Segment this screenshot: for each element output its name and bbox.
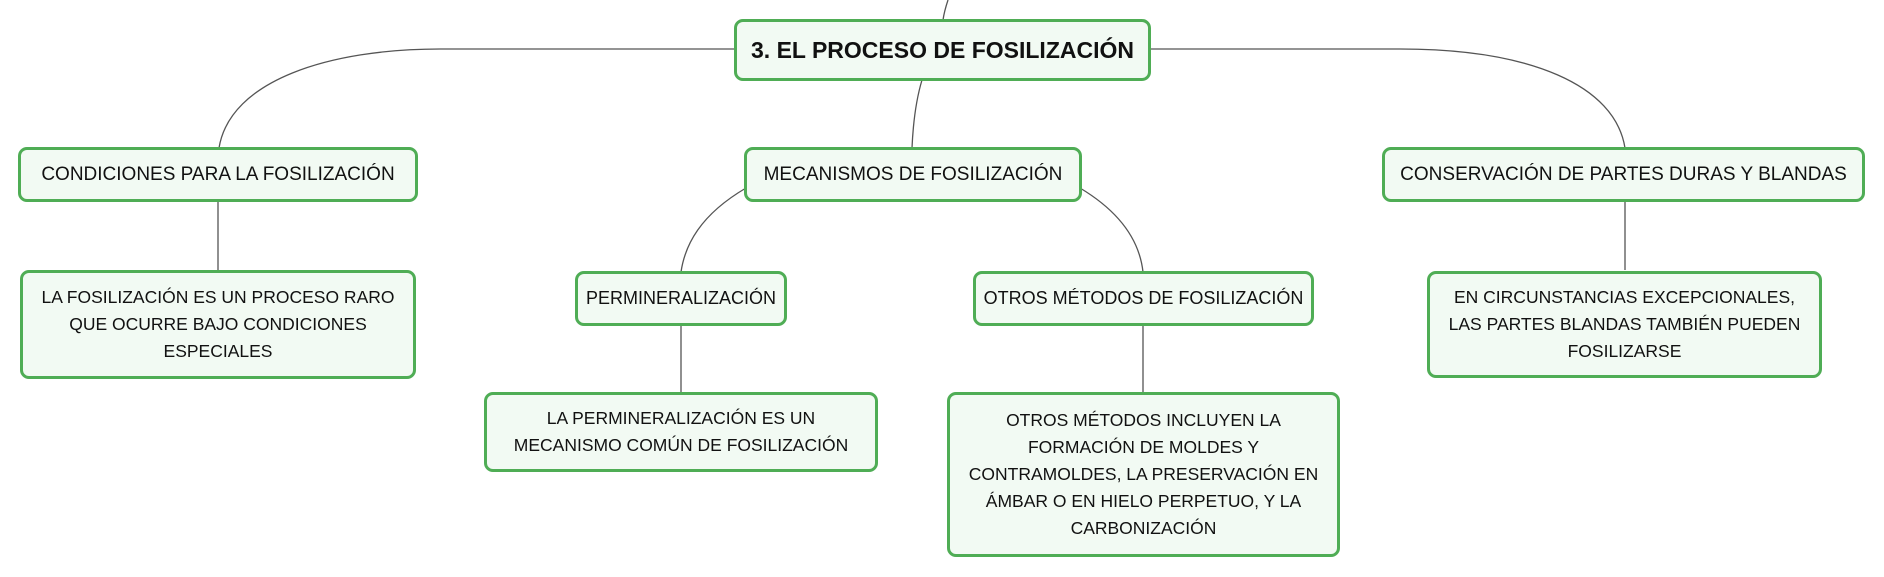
topic-conservation-label: CONSERVACIÓN DE PARTES DURAS Y BLANDAS [1400,163,1847,185]
root-topic-label: 3. EL PROCESO DE FOSILIZACIÓN [751,36,1134,63]
topic-conditions-label: CONDICIONES PARA LA FOSILIZACIÓN [41,163,395,185]
detail-conditions-text: LA FOSILIZACIÓN ES UN PROCESO RARO QUE O… [41,287,395,361]
topic-mechanisms[interactable]: MECANISMOS DE FOSILIZACIÓN [744,147,1082,202]
subtopic-other-methods[interactable]: OTROS MÉTODOS DE FOSILIZACIÓN [973,271,1314,326]
topic-conservation[interactable]: CONSERVACIÓN DE PARTES DURAS Y BLANDAS [1382,147,1865,202]
topic-conditions[interactable]: CONDICIONES PARA LA FOSILIZACIÓN [18,147,418,202]
detail-conditions[interactable]: LA FOSILIZACIÓN ES UN PROCESO RARO QUE O… [20,270,416,379]
detail-conservation-text: EN CIRCUNSTANCIAS EXCEPCIONALES, LAS PAR… [1448,287,1801,361]
subtopic-permineralization-label: PERMINERALIZACIÓN [585,288,777,308]
connector-mechanisms-to-other-methods [1079,187,1144,273]
connector-parent-to-root [942,0,949,21]
connector-root-to-mechanisms [911,79,923,149]
connector-mechanisms-to-permineralization [680,187,747,273]
root-topic-node[interactable]: 3. EL PROCESO DE FOSILIZACIÓN [734,19,1151,81]
detail-conservation[interactable]: EN CIRCUNSTANCIAS EXCEPCIONALES, LAS PAR… [1427,271,1822,378]
subtopic-other-methods-label: OTROS MÉTODOS DE FOSILIZACIÓN [983,288,1304,308]
detail-other-methods-text: OTROS MÉTODOS INCLUYEN LA FORMACIÓN DE M… [968,410,1319,538]
subtopic-permineralization[interactable]: PERMINERALIZACIÓN [575,271,787,326]
detail-permineralization-text: LA PERMINERALIZACIÓN ES UN MECANISMO COM… [513,408,849,455]
connector-root-to-conditions [218,48,736,149]
topic-mechanisms-label: MECANISMOS DE FOSILIZACIÓN [763,163,1063,185]
connector-root-to-conservation [1150,48,1626,149]
detail-other-methods[interactable]: OTROS MÉTODOS INCLUYEN LA FORMACIÓN DE M… [947,392,1340,557]
detail-permineralization[interactable]: LA PERMINERALIZACIÓN ES UN MECANISMO COM… [484,392,878,472]
